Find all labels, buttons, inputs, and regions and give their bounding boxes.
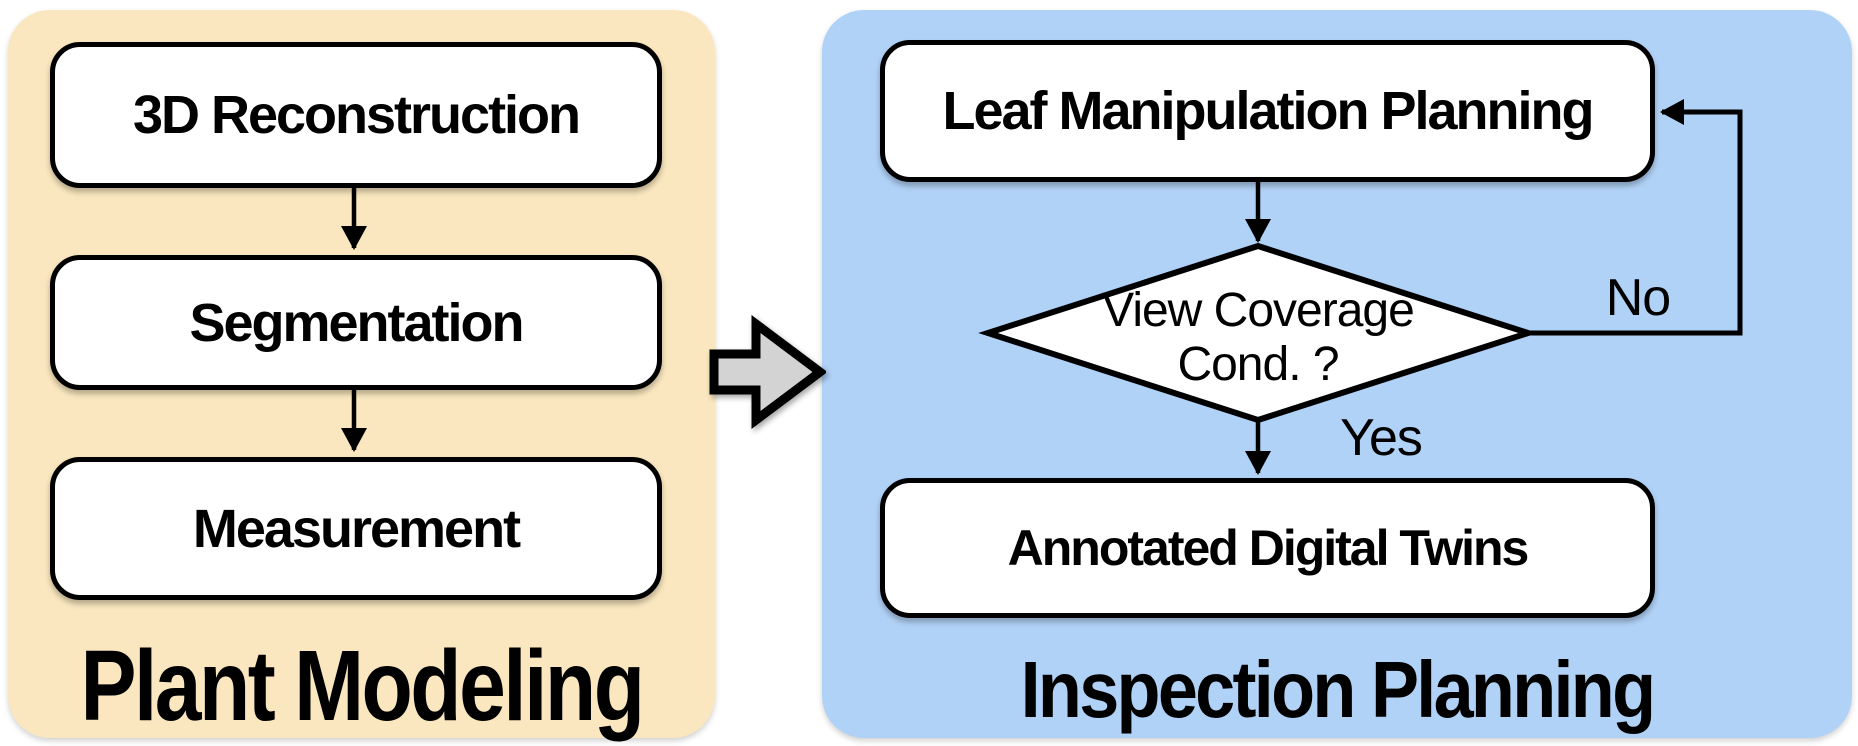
right-panel-title: Inspection Planning [1020,645,1656,734]
decision-label-line2: Cond. ? [1177,338,1339,391]
edge-label-yes: Yes [1340,409,1423,467]
node-annotated-digital-twins: Annotated Digital Twins [880,478,1655,618]
node-measurement: Measurement [50,457,662,600]
left-panel-title: Plant Modeling [80,630,645,742]
node-segmentation: Segmentation [50,255,662,390]
transition-arrow-icon [709,315,826,429]
decision-label: View Coverage Cond. ? [1058,284,1458,392]
node-leaf-manipulation-planning: Leaf Manipulation Planning [880,40,1655,182]
decision-label-line1: View Coverage [1102,284,1415,337]
node-3d-reconstruction: 3D Reconstruction [50,42,662,188]
edge-label-no: No [1605,269,1671,327]
